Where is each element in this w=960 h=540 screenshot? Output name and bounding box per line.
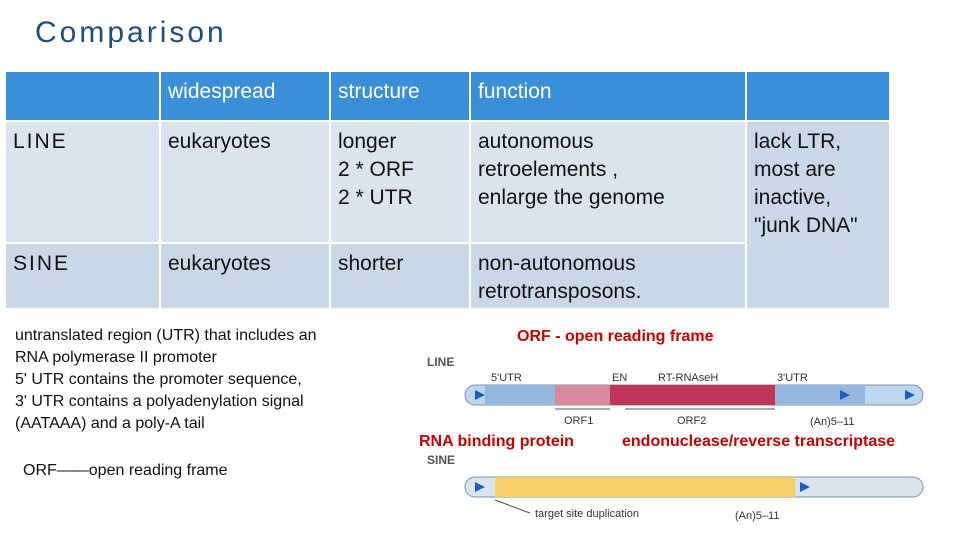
merged-note-cell: lack LTR, most are inactive, "junk DNA" bbox=[747, 122, 889, 308]
row-name-sine: SINE bbox=[6, 244, 159, 308]
header-cell-last bbox=[747, 72, 889, 120]
diagram-5utr-label: 5'UTR bbox=[491, 372, 522, 384]
slide-title: Comparison bbox=[35, 16, 227, 49]
orf-title: ORF - open reading frame bbox=[517, 328, 714, 345]
diagram-orf2-label: ORF2 bbox=[677, 415, 706, 427]
diagram-3utr-label: 3'UTR bbox=[777, 372, 808, 384]
header-structure: structure bbox=[331, 72, 469, 120]
header-widespread: widespread bbox=[161, 72, 329, 120]
line-3-arrow-icon bbox=[840, 390, 850, 400]
target-site-pointer bbox=[494, 499, 531, 514]
line-structure: longer 2 * ORF 2 * UTR bbox=[331, 122, 469, 242]
sine-function: non-autonomous retrotransposons. bbox=[471, 244, 745, 308]
row-name-line: LINE bbox=[6, 122, 159, 242]
sine-structure: shorter bbox=[331, 244, 469, 308]
sine-polya-label: (An)5–11 bbox=[735, 510, 779, 522]
diagram-en-label: EN bbox=[612, 372, 627, 384]
line-sine-structure-diagram: LINE 5'UTR EN RT-RNAseH 3'UTR ORF1 ORF2 … bbox=[427, 355, 924, 522]
sine-3-arrow-icon bbox=[800, 482, 810, 492]
line-polya-label: (An)5–11 bbox=[810, 416, 854, 428]
sine-body-segment bbox=[495, 477, 795, 497]
header-cell-empty bbox=[6, 72, 159, 120]
orf2-role-label: endonuclease/reverse transcriptase bbox=[622, 433, 896, 450]
utr-explanation: untranslated region (UTR) that includes … bbox=[15, 327, 317, 432]
orf-definition: ORF——open reading frame bbox=[23, 462, 228, 479]
header-function: function bbox=[471, 72, 745, 120]
sine-5-arrow-icon bbox=[475, 482, 485, 492]
line-3utr-segment bbox=[775, 385, 865, 405]
line-function: autonomous retroelements , enlarge the g… bbox=[471, 122, 745, 242]
diagram-orf1-label: ORF1 bbox=[564, 415, 593, 427]
orf1-segment bbox=[555, 385, 610, 405]
diagram-rt-label: RT-RNAseH bbox=[658, 372, 718, 384]
line-end-arrow-icon bbox=[905, 390, 915, 400]
diagram-line-label: LINE bbox=[427, 355, 454, 369]
comparison-table: widespread structure function LINE eukar… bbox=[6, 72, 889, 308]
sine-widespread: eukaryotes bbox=[161, 244, 329, 308]
line-5-arrow-icon bbox=[475, 390, 485, 400]
line-widespread: eukaryotes bbox=[161, 122, 329, 242]
line-5utr-segment bbox=[485, 385, 555, 405]
orf1-role-label: RNA binding protein bbox=[419, 433, 574, 450]
target-site-label: target site duplication bbox=[535, 508, 639, 520]
orf2-segment bbox=[610, 385, 775, 405]
diagram-sine-label: SINE bbox=[427, 453, 455, 467]
